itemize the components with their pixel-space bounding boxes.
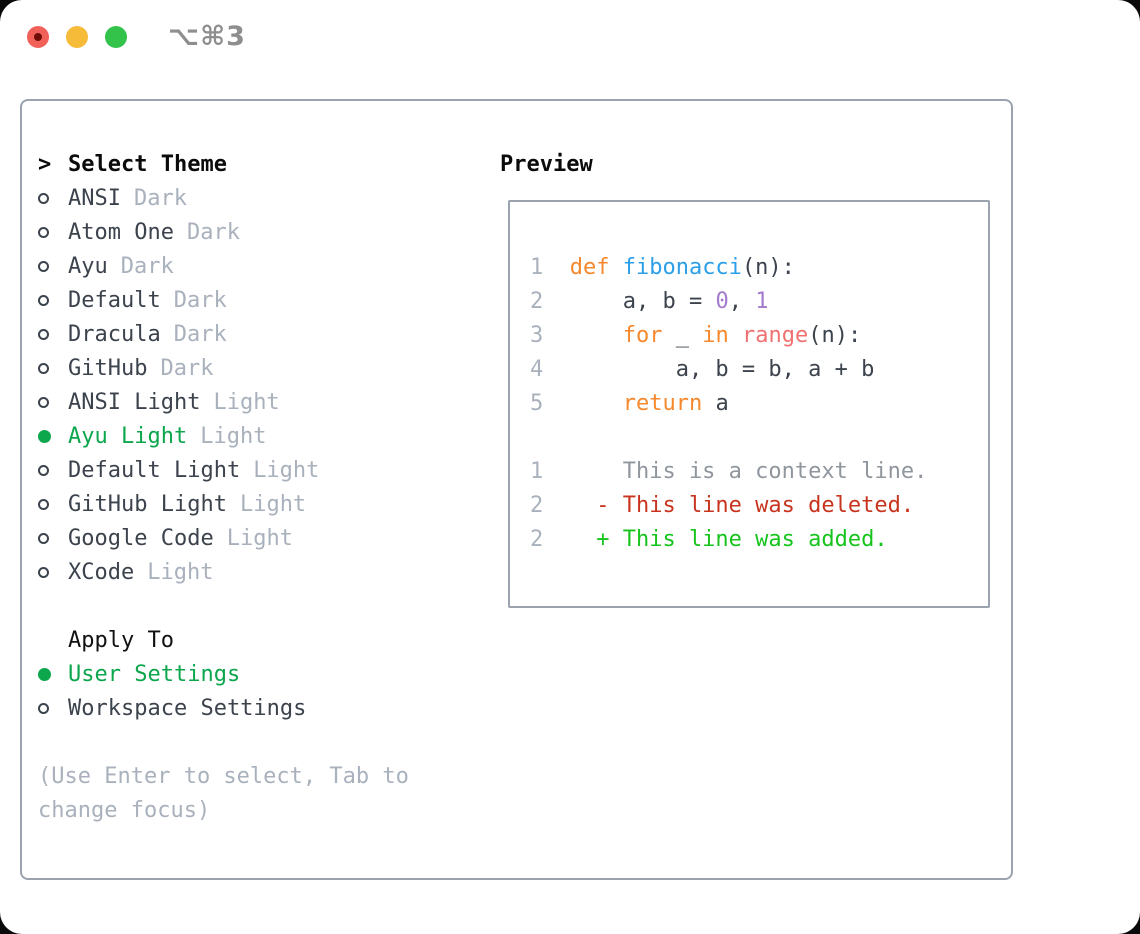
theme-row-google-code[interactable]: Google Code Light [38, 521, 488, 555]
theme-list: > Select Theme ANSI Dark Atom One Dark A… [38, 147, 488, 827]
theme-variant: Dark [173, 321, 227, 347]
theme-name: Dracula [68, 321, 161, 347]
line-number: 2 [530, 289, 544, 314]
radio-icon [38, 498, 68, 510]
hint-text-line1: (Use Enter to select, Tab to [38, 763, 409, 789]
caret-icon: > [38, 151, 52, 177]
line-number: 2 [530, 493, 544, 518]
radio-icon [38, 532, 68, 544]
code-blank-line [530, 421, 988, 455]
theme-variant: Dark [133, 185, 187, 211]
radio-icon [38, 566, 68, 578]
theme-row-ansi-light[interactable]: ANSI Light Light [38, 385, 488, 419]
apply-to-title: Apply To [68, 627, 174, 653]
theme-row-github-light[interactable]: GitHub Light Light [38, 487, 488, 521]
theme-variant: Light [147, 559, 214, 585]
theme-name: Google Code [68, 525, 214, 551]
code-line: 3 for _ in range(n): [530, 319, 988, 353]
theme-variant: Dark [173, 287, 227, 313]
diff-deleted-line: 2 - This line was deleted. [530, 489, 988, 523]
theme-name: Default Light [68, 457, 241, 483]
theme-row-default-light[interactable]: Default Light Light [38, 453, 488, 487]
apply-option-label: Workspace Settings [68, 695, 307, 721]
line-number: 2 [530, 527, 544, 552]
minimize-button-icon[interactable] [66, 26, 88, 48]
radio-selected-icon [38, 429, 68, 443]
radio-icon [38, 464, 68, 476]
radio-icon [38, 328, 68, 340]
theme-row-dracula-dark[interactable]: Dracula Dark [38, 317, 488, 351]
line-number: 4 [530, 357, 544, 382]
apply-option-user-settings[interactable]: User Settings [38, 657, 488, 691]
theme-row-default-dark[interactable]: Default Dark [38, 283, 488, 317]
main-panel: > Select Theme ANSI Dark Atom One Dark A… [20, 99, 1013, 880]
radio-icon [38, 192, 68, 204]
theme-variant: Light [239, 491, 307, 517]
unsaved-dot-icon [34, 33, 42, 41]
theme-variant: Dark [160, 355, 214, 381]
theme-name: GitHub Light [68, 491, 227, 517]
radio-icon [38, 294, 68, 306]
theme-variant: Light [200, 423, 267, 449]
theme-name: Default [68, 287, 161, 313]
theme-name: Ayu [68, 253, 108, 279]
diff-added-line: 2 + This line was added. [530, 523, 988, 557]
theme-name: GitHub [68, 355, 148, 381]
theme-name: ANSI [68, 185, 121, 211]
zoom-button-icon[interactable] [105, 26, 127, 48]
code-line: 5 return a [530, 387, 988, 421]
theme-list-title: Select Theme [68, 151, 227, 177]
hint-text-line2: change focus) [38, 797, 211, 823]
diff-context-line: 1 This is a context line. [530, 455, 988, 489]
theme-name: Ayu Light [68, 423, 188, 449]
line-number: 1 [530, 255, 544, 280]
theme-name: XCode [68, 559, 135, 585]
apply-option-workspace-settings[interactable]: Workspace Settings [38, 691, 488, 725]
radio-icon [38, 396, 68, 408]
theme-row-atom-one-dark[interactable]: Atom One Dark [38, 215, 488, 249]
titlebar: ⌥⌘3 [0, 0, 1140, 74]
theme-row-xcode[interactable]: XCode Light [38, 555, 488, 589]
radio-selected-icon [38, 667, 68, 681]
close-button-icon[interactable] [27, 26, 49, 48]
apply-option-label: User Settings [68, 661, 241, 687]
line-number: 5 [530, 391, 544, 416]
radio-icon [38, 362, 68, 374]
code-line: 2 a, b = 0, 1 [530, 285, 988, 319]
line-number: 3 [530, 323, 544, 348]
line-number: 1 [530, 459, 544, 484]
radio-icon [38, 226, 68, 238]
theme-row-ayu-light[interactable]: Ayu Light Light [38, 419, 488, 453]
theme-row-ansi-dark[interactable]: ANSI Dark [38, 181, 488, 215]
window-shortcut-label: ⌥⌘3 [168, 21, 246, 52]
code-line: 4 a, b = b, a + b [530, 353, 988, 387]
theme-variant: Light [226, 525, 293, 551]
theme-row-github-dark[interactable]: GitHub Dark [38, 351, 488, 385]
theme-variant: Light [213, 389, 280, 415]
theme-variant: Dark [186, 219, 240, 245]
preview-title: Preview [500, 151, 593, 177]
theme-name: ANSI Light [68, 389, 201, 415]
theme-name: Atom One [68, 219, 174, 245]
theme-row-ayu-dark[interactable]: Ayu Dark [38, 249, 488, 283]
radio-icon [38, 260, 68, 272]
theme-variant: Light [253, 457, 320, 483]
theme-variant: Dark [120, 253, 174, 279]
theme-list-header: > Select Theme [38, 147, 488, 181]
apply-to-header: Apply To [38, 623, 488, 657]
radio-icon [38, 702, 68, 714]
